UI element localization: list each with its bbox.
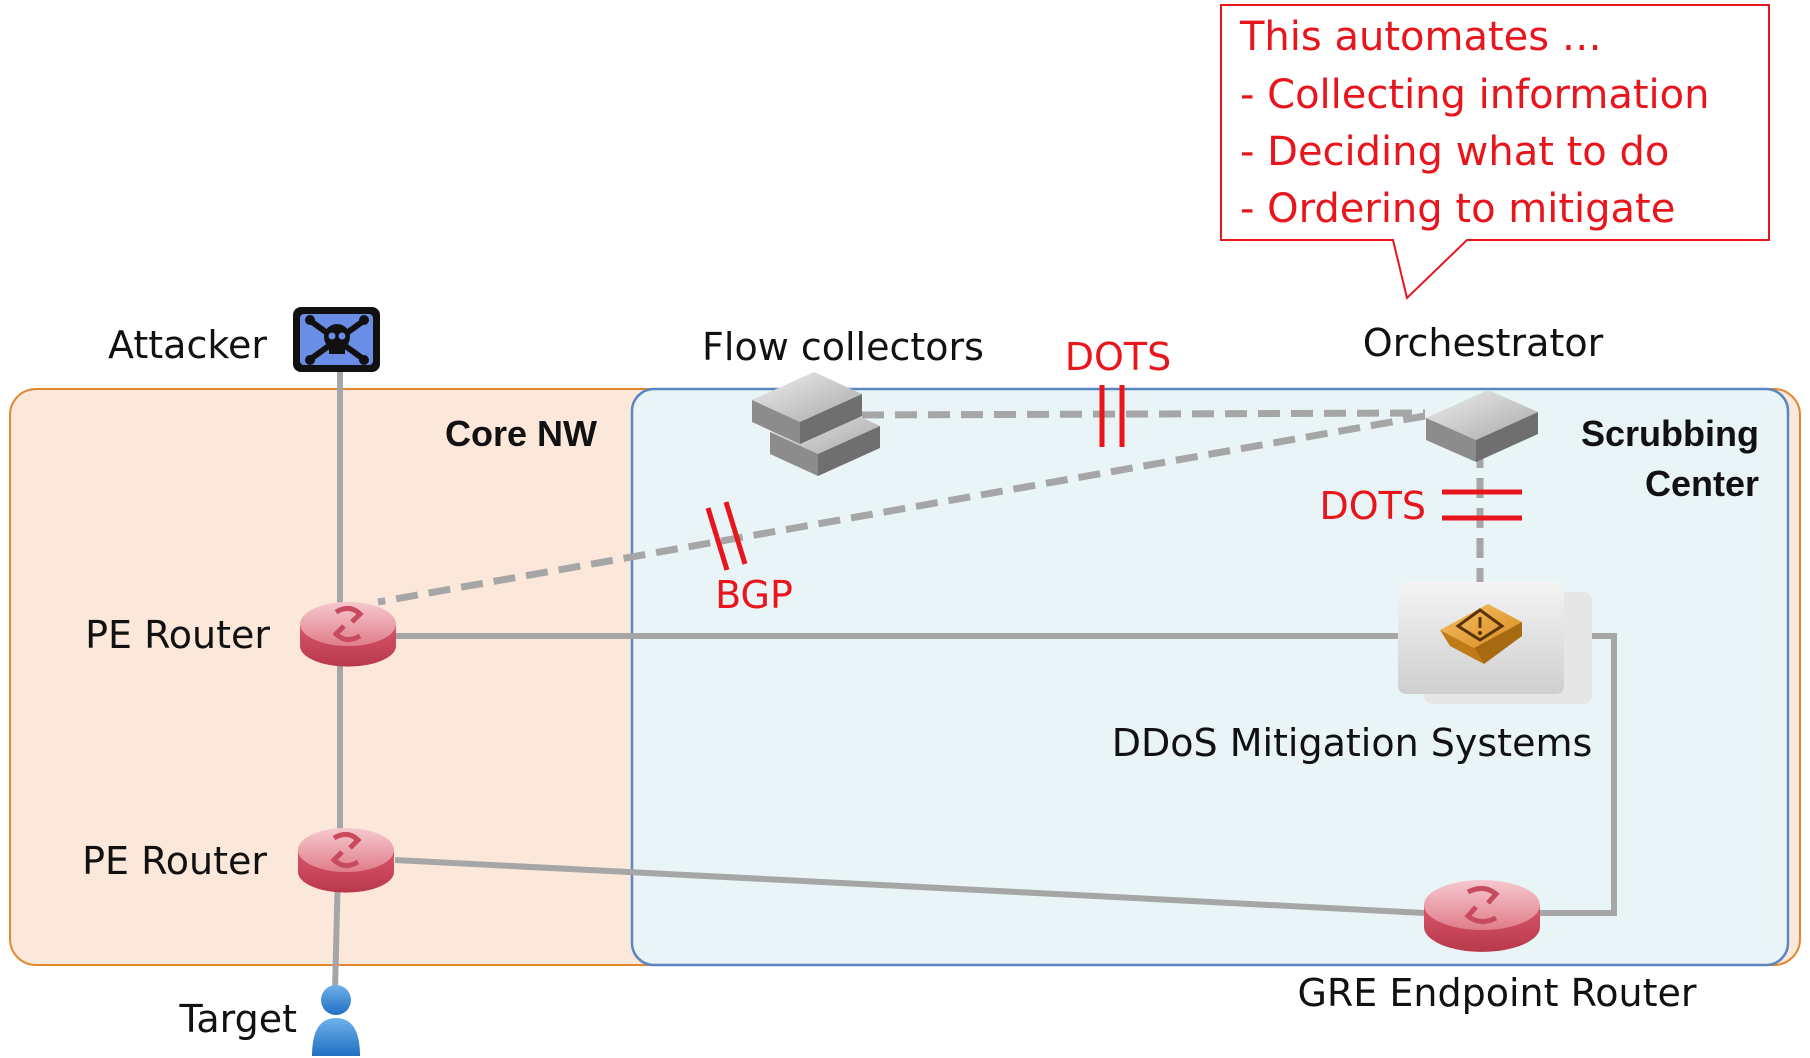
dots-marker-right (1442, 489, 1522, 521)
attacker-label: Attacker (108, 323, 267, 367)
orchestrator-icon (1426, 390, 1538, 462)
ddos-mitigation-label: DDoS Mitigation Systems (1112, 721, 1593, 765)
target-user-icon (312, 985, 360, 1056)
bgp-link-orchestrator-pe1 (377, 412, 1426, 606)
dots-link-collector-orchestrator (861, 409, 1426, 419)
gre-endpoint-label: GRE Endpoint Router (1297, 971, 1696, 1015)
link-pe2-gre (394, 857, 1426, 916)
core-nw-label: Core NW (445, 413, 597, 454)
dots-right-label: DOTS (1319, 484, 1426, 528)
dots-top-label: DOTS (1065, 335, 1172, 379)
pe-router-1-icon (300, 602, 396, 667)
callout-item-3: - Ordering to mitigate (1240, 186, 1675, 232)
pe-router-2-label: PE Router (82, 839, 267, 883)
orchestrator-label: Orchestrator (1363, 321, 1604, 365)
link-mitigation-gre (1538, 633, 1617, 916)
callout-item-2: - Deciding what to do (1240, 129, 1669, 175)
scrubbing-center-label-line1: Scrubbing (1581, 413, 1759, 454)
pe-router-1-label: PE Router (85, 613, 270, 657)
pe-router-2-icon (298, 828, 394, 893)
flow-collectors-icon (752, 372, 880, 476)
gre-endpoint-router-icon (1424, 880, 1540, 952)
callout-item-1: - Collecting information (1240, 72, 1710, 118)
scrubbing-center-label-line2: Center (1645, 463, 1759, 504)
dots-marker-top (1099, 385, 1125, 447)
target-label: Target (178, 997, 297, 1041)
warning-icon (1440, 604, 1522, 664)
scrubbing-center-zone (630, 387, 1790, 967)
flow-collectors-label: Flow collectors (702, 325, 984, 369)
callout-title: This automates … (1239, 14, 1602, 60)
bgp-label: BGP (715, 573, 793, 617)
ddos-mitigation-icon (1398, 582, 1592, 704)
attacker-icon (293, 307, 380, 372)
automation-callout: This automates … - Collecting informatio… (1220, 4, 1770, 300)
bgp-marker (705, 501, 748, 571)
